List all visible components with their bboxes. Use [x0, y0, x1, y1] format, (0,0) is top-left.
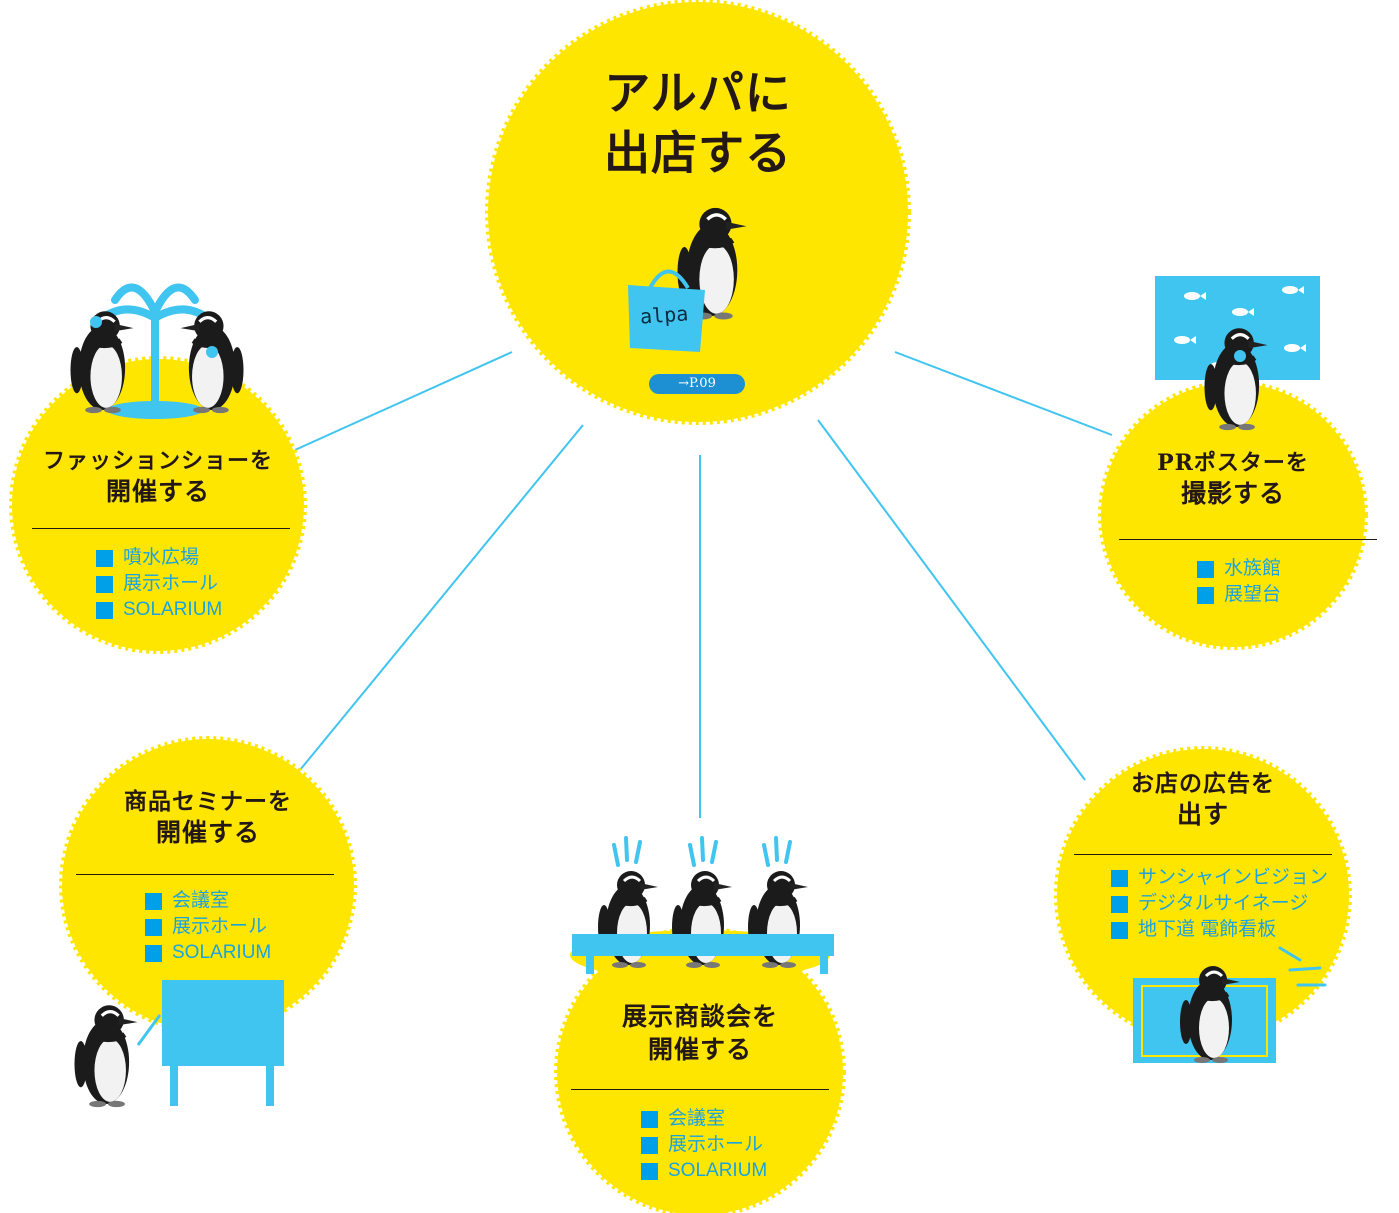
poster-title-line2: 撮影する [1180, 478, 1285, 508]
advert-title-line1: お店の広告を [1131, 770, 1275, 797]
square-bullet-icon [1111, 921, 1128, 939]
list-item: 展望台 [1197, 582, 1281, 608]
tradeshow-title-line1: 展示商談会を [621, 1002, 778, 1031]
advert-title-line2: 出す [1176, 799, 1229, 829]
divider [1074, 854, 1332, 855]
fashion-show-node: ファッションショーを 開催する 噴水広場 展示ホール SOLARIUM [12, 359, 304, 651]
square-bullet-icon [96, 601, 113, 619]
list-item: 展示ホール [96, 571, 222, 597]
center-node: アルパに 出店する [488, 2, 908, 422]
advert-node: お店の広告を 出す サンシャインビジョン デジタルサイネージ 地下道 電飾看板 [1057, 749, 1349, 1041]
fountain-icon [96, 283, 214, 409]
square-bullet-icon [641, 1110, 658, 1128]
square-bullet-icon [1111, 869, 1128, 887]
fashion-title-line2: 開催する [105, 476, 210, 506]
square-bullet-icon [1111, 895, 1128, 913]
seminar-title: 商品セミナーを 開催する [62, 787, 354, 849]
divider [32, 528, 290, 529]
center-title-line1: アルパに [604, 66, 792, 120]
square-bullet-icon [1197, 560, 1214, 578]
tradeshow-illustration [572, 836, 834, 974]
center-illustration [628, 208, 747, 352]
seminar-venue-list: 会議室 展示ホール SOLARIUM [145, 888, 271, 966]
advert-venue-list: サンシャインビジョン デジタルサイネージ 地下道 電飾看板 [1111, 865, 1328, 943]
fashion-title-line1: ファッションショーを [42, 448, 273, 474]
square-bullet-icon [641, 1136, 658, 1154]
list-item: SOLARIUM [641, 1158, 767, 1184]
poster-title-line1: PRポスターを [1157, 450, 1309, 476]
billboard-icon [1133, 946, 1327, 1063]
seminar-node: 商品セミナーを 開催する 会議室 展示ホール SOLARIUM [62, 739, 354, 1031]
list-item: SOLARIUM [145, 940, 271, 966]
square-bullet-icon [96, 549, 113, 567]
fashion-title: ファッションショーを 開催する [12, 447, 304, 508]
tradeshow-title: 展示商談会を 開催する [557, 1001, 843, 1066]
divider [1119, 539, 1377, 540]
yellow-circles [9, 0, 1368, 1213]
poster-title: PRポスターを 撮影する [1101, 449, 1365, 510]
square-bullet-icon [145, 892, 162, 910]
page-ref-badge[interactable]: →P.09 [649, 374, 745, 394]
pr-poster-node: PRポスターを 撮影する 水族館 展望台 [1101, 383, 1377, 647]
center-title-line2: 出店する [604, 125, 792, 180]
square-bullet-icon [145, 918, 162, 936]
list-item: 地下道 電飾看板 [1111, 917, 1328, 943]
square-bullet-icon [145, 944, 162, 962]
tradeshow-title-line2: 開催する [647, 1034, 752, 1064]
list-item: 会議室 [641, 1106, 767, 1132]
trade-show-node: 展示商談会を 開催する 会議室 展示ホール SOLARIUM [557, 929, 843, 1213]
advert-title: お店の広告を 出す [1057, 769, 1349, 831]
list-item: 噴水広場 [96, 545, 222, 571]
divider [571, 1089, 829, 1090]
list-item: デジタルサイネージ [1111, 891, 1328, 917]
list-item: サンシャインビジョン [1111, 865, 1328, 891]
list-item: SOLARIUM [96, 597, 222, 623]
seminar-title-line2: 開催する [155, 817, 260, 847]
list-item: 展示ホール [145, 914, 271, 940]
aquarium-illustration [1155, 276, 1320, 430]
square-bullet-icon [96, 575, 113, 593]
list-item: 会議室 [145, 888, 271, 914]
table-icon [572, 934, 834, 956]
center-title: アルパに 出店する [488, 64, 908, 184]
tradeshow-venue-list: 会議室 展示ホール SOLARIUM [641, 1106, 767, 1184]
fashion-venue-list: 噴水広場 展示ホール SOLARIUM [96, 545, 222, 623]
connector-lines [294, 351, 1113, 818]
fish-icon [1174, 286, 1306, 370]
square-bullet-icon [641, 1162, 658, 1180]
square-bullet-icon [1197, 586, 1214, 604]
whiteboard-icon [136, 980, 284, 1106]
bag-label: alpa [639, 301, 689, 329]
seminar-title-line1: 商品セミナーを [124, 788, 292, 815]
list-item: 水族館 [1197, 556, 1281, 582]
list-item: 展示ホール [641, 1132, 767, 1158]
poster-venue-list: 水族館 展望台 [1197, 556, 1281, 608]
divider [76, 874, 334, 875]
